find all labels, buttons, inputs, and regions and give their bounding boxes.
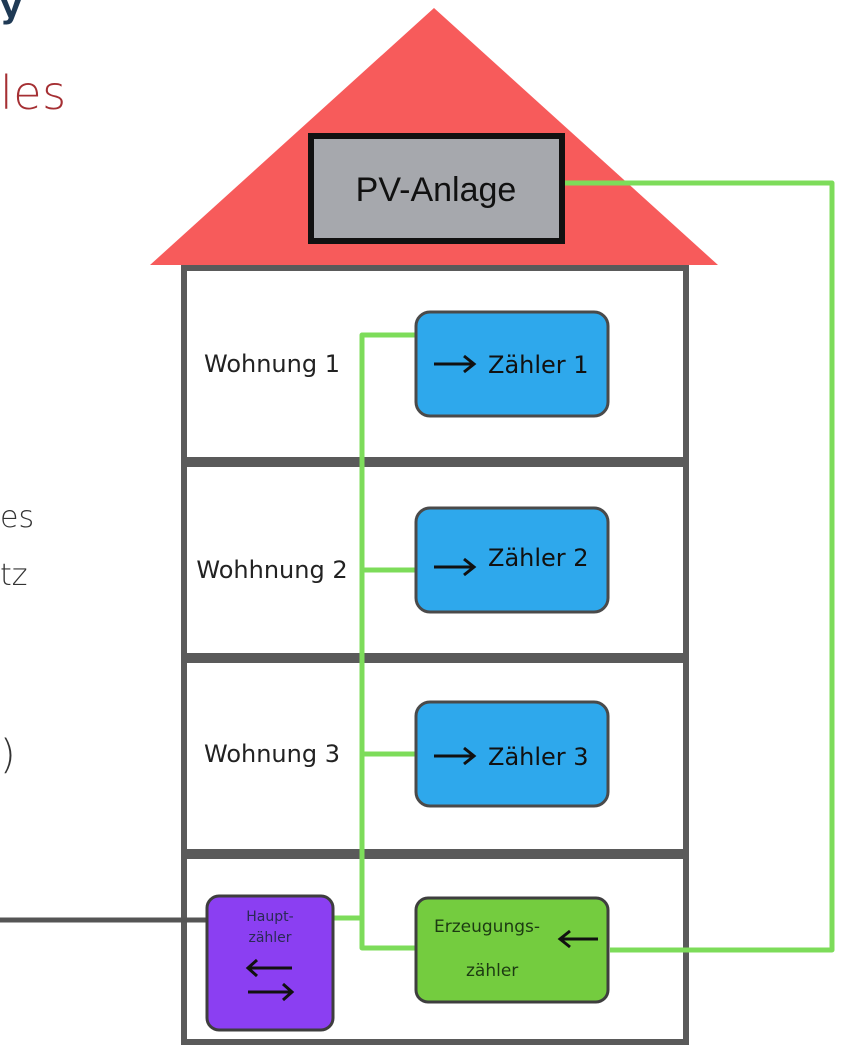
main-meter-label-line1: Haupt-: [246, 909, 293, 925]
slide-text-fragment-1: es: [0, 500, 35, 535]
pv-system-box: [308, 133, 565, 244]
apartment-label-2: Wohhnung 2: [196, 556, 347, 584]
generation-meter-box: [414, 896, 610, 1004]
slide-corner-fragment: y: [0, 0, 23, 26]
arrow-right-icon: [434, 557, 477, 577]
meter-2-label: Zähler 2: [488, 544, 589, 572]
slide-title-fragment: les: [0, 66, 67, 120]
bidirectional-arrows-icon: [245, 958, 295, 1002]
apartment-label-1: Wohnung 1: [204, 350, 340, 378]
arrow-right-icon: [434, 746, 477, 766]
distribution-bus-wire: [359, 332, 416, 951]
slide-text-fragment-2: tz: [0, 558, 28, 593]
meter-2-box: [414, 506, 610, 614]
apartment-label-3: Wohnung 3: [204, 740, 340, 768]
main-meter-label-line2: zähler: [248, 930, 291, 946]
generation-meter-label-line1: Erzeugungs-: [434, 917, 540, 937]
arrow-left-icon: [557, 929, 598, 949]
main-meter-box: [205, 894, 335, 1032]
pv-feed-wire: [562, 180, 835, 953]
meter-3-box: [414, 700, 610, 808]
arrow-right-icon: [434, 354, 477, 374]
meter-1-box: [414, 310, 610, 418]
meter-3-label: Zähler 3: [488, 743, 589, 771]
meter-1-label: Zähler 1: [488, 351, 589, 379]
pv-system-label: PV-Anlage: [356, 171, 517, 209]
slide-paren-fragment: ): [0, 732, 16, 778]
generation-meter-label-line2: zähler: [466, 961, 518, 981]
